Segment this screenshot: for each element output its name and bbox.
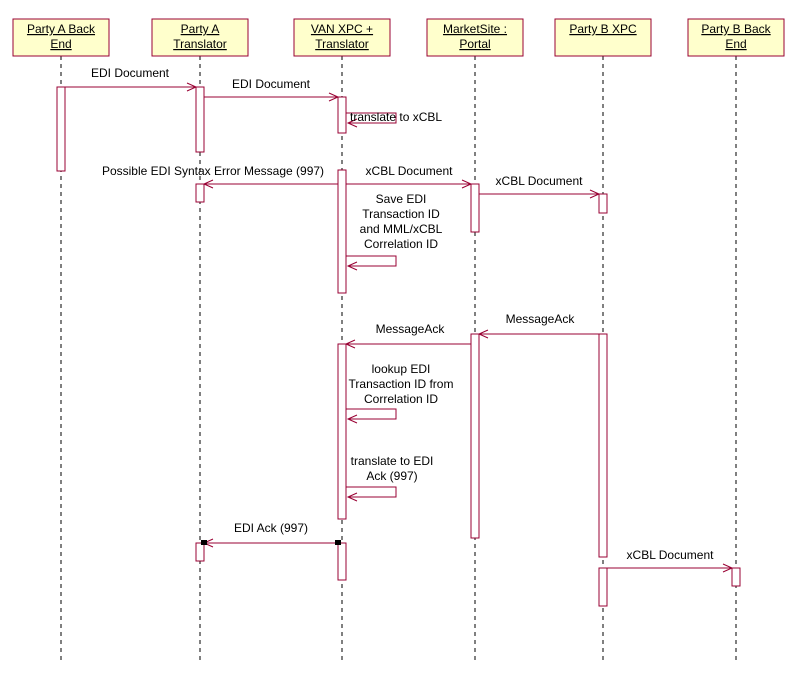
self-message-line: [346, 408, 397, 420]
message-label: MessageAck: [376, 322, 446, 336]
message-7: MessageAck: [477, 312, 599, 339]
participant-label: Portal: [459, 37, 490, 51]
participant-box: [687, 18, 785, 57]
message-label: xCBL Document: [496, 174, 584, 188]
activation-bar-van: [337, 169, 347, 294]
arrowhead: [461, 179, 473, 189]
activation-bar-b_xpc: [598, 333, 608, 558]
message-label: and MML/xCBL: [360, 222, 443, 236]
activation-bar-b_xpc: [598, 567, 608, 607]
message-label: Correlation ID: [364, 392, 438, 406]
self-message-line: [346, 486, 397, 498]
message-4: xCBL Document: [346, 164, 473, 189]
arrowhead: [344, 339, 356, 349]
message-1: EDI Document: [204, 77, 340, 102]
participant-van: VAN XPC +Translator: [293, 18, 391, 664]
self-message-line: [346, 112, 397, 124]
message-start-marker: [335, 540, 341, 545]
arrowhead: [346, 492, 358, 502]
participant-box: [293, 18, 391, 57]
participant-label: Party A Back: [27, 22, 96, 36]
message-label: EDI Document: [91, 66, 170, 80]
message-label: Correlation ID: [364, 237, 438, 251]
participant-box: [151, 18, 249, 57]
activation-bar-a_translator: [195, 542, 205, 562]
arrowhead: [186, 82, 198, 92]
participant-label: End: [725, 37, 746, 51]
participant-box: [12, 18, 110, 57]
message-label: translate to xCBL: [350, 110, 442, 124]
message-label: xCBL Document: [627, 548, 715, 562]
participant-label: End: [50, 37, 71, 51]
message-label: translate to EDI: [351, 454, 434, 468]
arrowhead: [589, 189, 601, 199]
message-5: xCBL Document: [479, 174, 601, 199]
message-label: MessageAck: [506, 312, 576, 326]
arrowhead: [346, 414, 358, 424]
activation-bar-b_backend: [731, 567, 741, 587]
participant-label: Party B XPC: [569, 22, 637, 36]
arrowhead: [202, 179, 214, 189]
arrowhead: [346, 261, 358, 271]
message-label: xCBL Document: [366, 164, 454, 178]
message-3: Possible EDI Syntax Error Message (997): [102, 164, 338, 189]
activation-bar-marketsite: [470, 333, 480, 539]
participant-box: [426, 18, 524, 57]
activation-bar-marketsite: [470, 183, 480, 233]
message-label: Save EDI: [376, 192, 427, 206]
message-label: Transaction ID from: [349, 377, 454, 391]
participant-marketsite: MarketSite :Portal: [426, 18, 524, 664]
message-2: translate to xCBL: [346, 110, 442, 128]
message-label: lookup EDI: [372, 362, 431, 376]
activation-bar-a_backend: [56, 86, 66, 172]
activation-bar-b_xpc: [598, 193, 608, 214]
arrowhead: [346, 118, 358, 128]
arrowhead: [477, 329, 489, 339]
message-8: MessageAck: [344, 322, 471, 349]
participant-label: Translator: [315, 37, 369, 51]
message-label: Ack (997): [366, 469, 417, 483]
participant-label: Party B Back: [701, 22, 771, 36]
activation-bar-a_translator: [195, 183, 205, 203]
arrowhead: [722, 563, 734, 573]
arrowhead: [328, 92, 340, 102]
participant-box: [554, 18, 652, 57]
activation-bar-van: [337, 542, 347, 581]
message-0: EDI Document: [65, 66, 198, 92]
message-11: EDI Ack (997): [201, 521, 341, 548]
message-label: Possible EDI Syntax Error Message (997): [102, 164, 324, 178]
participant-label: Translator: [173, 37, 227, 51]
participant-label: VAN XPC +: [311, 22, 373, 36]
message-end-marker: [201, 540, 207, 545]
activation-bar-van: [337, 343, 347, 520]
activation-bar-van: [337, 96, 347, 134]
message-12: xCBL Document: [607, 548, 734, 573]
message-label: Transaction ID: [362, 207, 440, 221]
self-message-line: [346, 255, 397, 267]
participant-label: Party A: [181, 22, 220, 36]
message-label: EDI Document: [232, 77, 311, 91]
participant-label: MarketSite :: [443, 22, 507, 36]
message-label: EDI Ack (997): [234, 521, 308, 535]
activation-bar-a_translator: [195, 86, 205, 153]
